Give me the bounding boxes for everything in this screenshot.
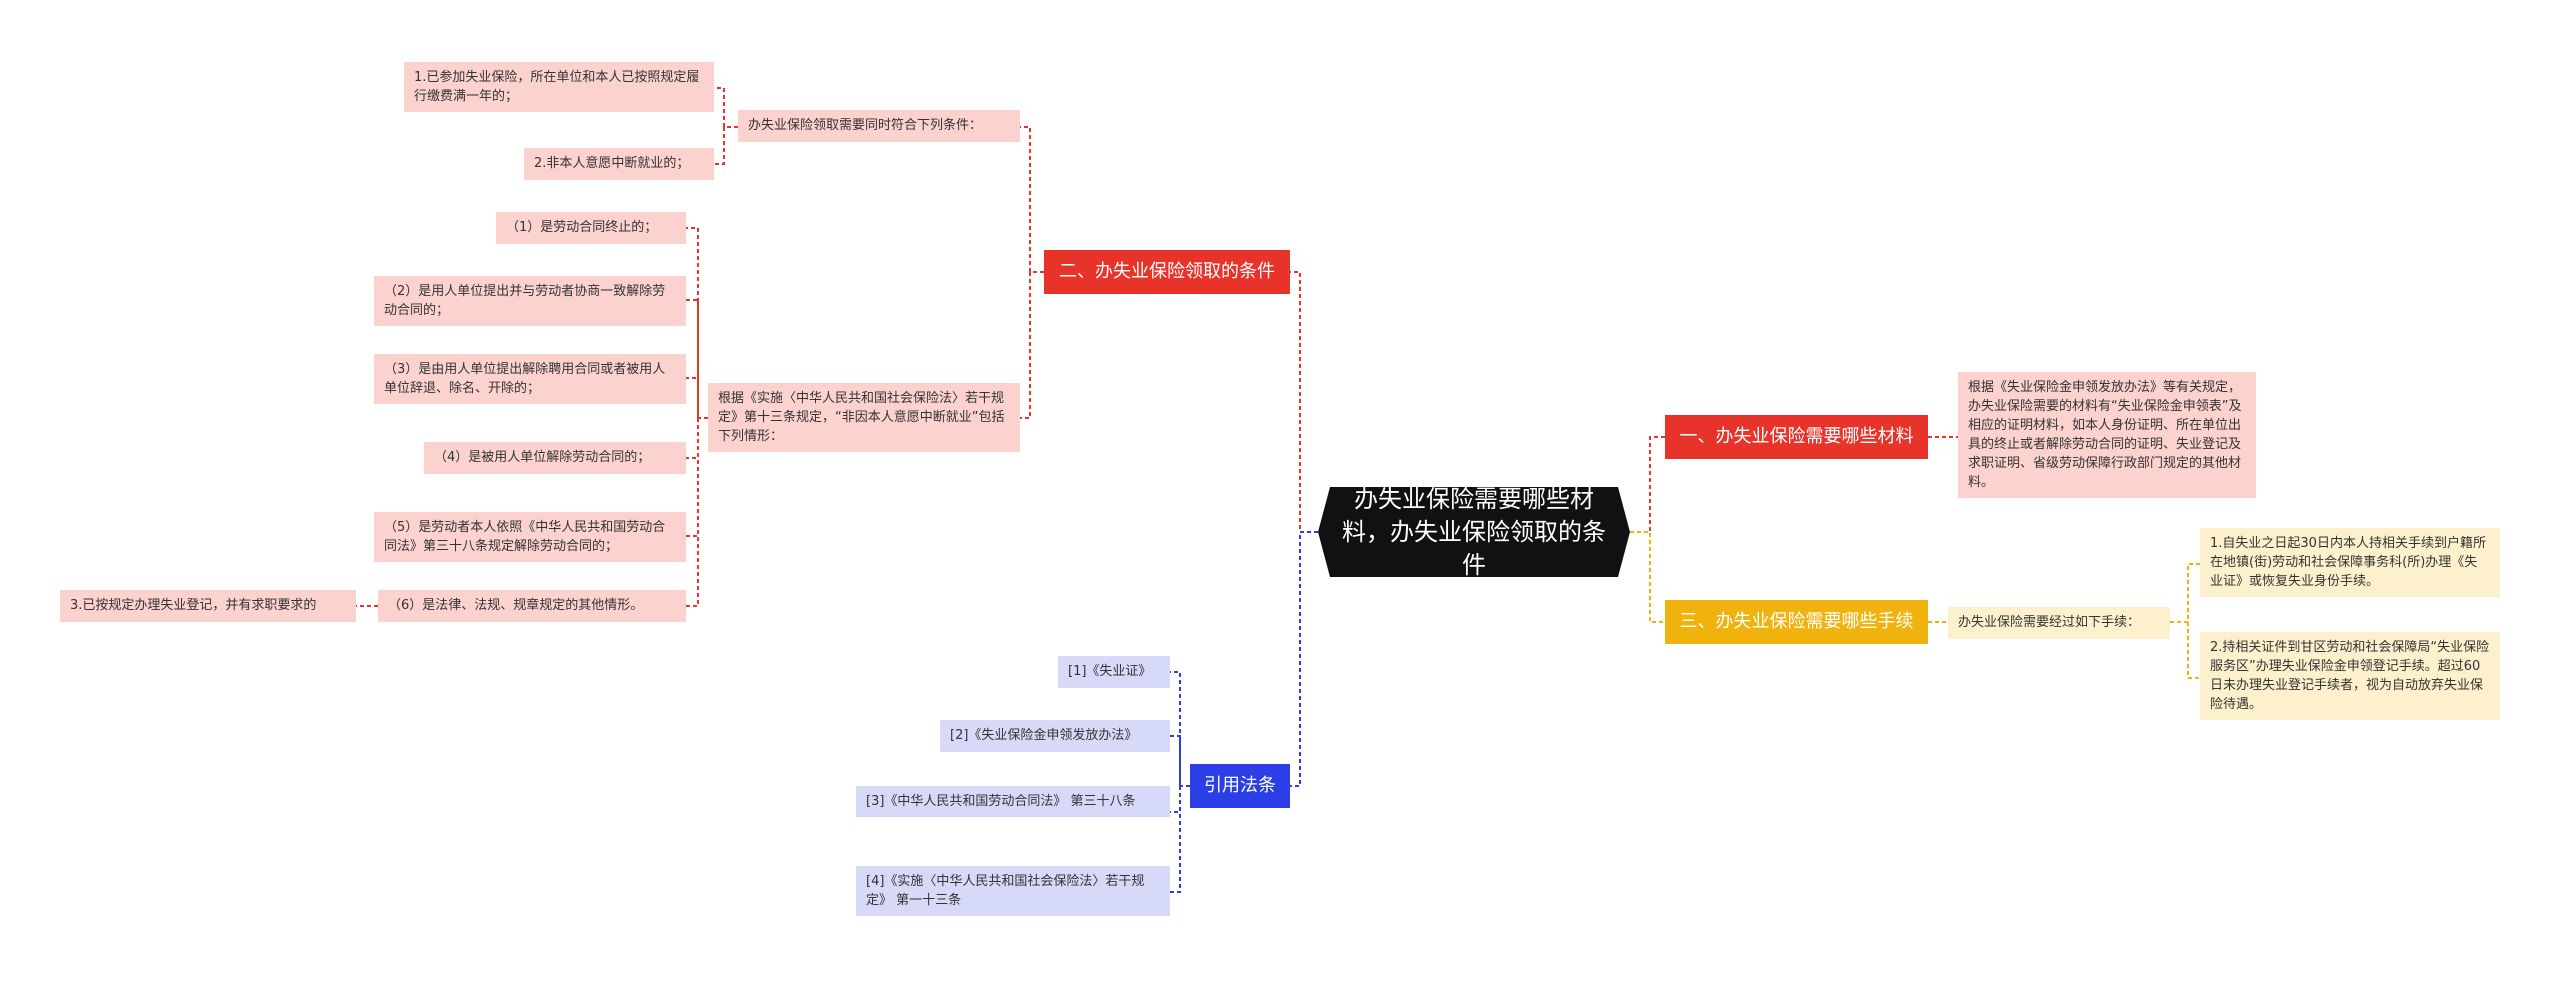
link-root-b1	[1630, 436, 1665, 533]
conditions-required-text: 办失业保险领取需要同时符合下列条件：	[748, 118, 983, 133]
materials-detail[interactable]: 根据《失业保险金申领发放办法》等有关规定，办失业保险需要的材料有“失业保险金申领…	[1958, 372, 2256, 498]
case-item-3[interactable]: （3）是由用人单位提出解除聘用合同或者被用人单位辞退、除名、开除的；	[374, 354, 686, 404]
procedure-step-1[interactable]: 1.自失业之日起30日内本人持相关手续到户籍所在地镇(街)劳动和社会保障事务科(…	[2200, 528, 2500, 597]
materials-detail-text: 根据《失业保险金申领发放办法》等有关规定，办失业保险需要的材料有“失业保险金申领…	[1968, 380, 2242, 490]
reference-item-3-text: [3]《中华人民共和国劳动合同法》 第三十八条	[866, 794, 1136, 809]
link-root-b3	[1630, 531, 1665, 623]
procedures-intro[interactable]: 办失业保险需要经过如下手续：	[1948, 607, 2170, 639]
case-item-1-text: （1）是劳动合同终止的；	[506, 220, 658, 235]
branch-procedures[interactable]: 三、办失业保险需要哪些手续	[1665, 600, 1928, 644]
branch-references-label: 引用法条	[1204, 775, 1276, 796]
condition-item-2-text: 2.非本人意愿中断就业的；	[534, 156, 690, 171]
condition-item-1[interactable]: 1.已参加失业保险，所在单位和本人已按照规定履行缴费满一年的；	[404, 62, 714, 112]
link-root-b2	[1290, 271, 1318, 533]
branch-materials[interactable]: 一、办失业保险需要哪些材料	[1665, 415, 1928, 459]
case-item-2-text: （2）是用人单位提出并与劳动者协商一致解除劳动合同的；	[384, 284, 666, 318]
procedure-step-2-text: 2.持相关证件到甘区劳动和社会保障局“失业保险服务区”办理失业保险金申领登记手续…	[2210, 640, 2490, 712]
branch-conditions[interactable]: 二、办失业保险领取的条件	[1044, 250, 1290, 294]
branch-materials-label: 一、办失业保险需要哪些材料	[1679, 426, 1914, 447]
reference-item-1[interactable]: [1]《失业证》	[1058, 656, 1170, 688]
link-root-b4	[1290, 531, 1318, 787]
link-b2-subs	[356, 87, 1044, 607]
reference-item-2-text: [2]《失业保险金申领发放办法》	[950, 728, 1138, 743]
branch-references[interactable]: 引用法条	[1190, 764, 1290, 808]
case-item-4-text: （4）是被用人单位解除劳动合同的；	[434, 450, 651, 465]
procedures-intro-text: 办失业保险需要经过如下手续：	[1958, 615, 2141, 630]
reference-item-4-text: [4]《实施〈中华人民共和国社会保险法〉若干规定》 第一十三条	[866, 874, 1145, 908]
procedure-step-2[interactable]: 2.持相关证件到甘区劳动和社会保障局“失业保险服务区”办理失业保险金申领登记手续…	[2200, 632, 2500, 720]
case-item-5-text: （5）是劳动者本人依照《中华人民共和国劳动合同法》第三十八条规定解除劳动合同的；	[384, 520, 666, 554]
branch-procedures-label: 三、办失业保险需要哪些手续	[1679, 611, 1914, 632]
reference-item-3[interactable]: [3]《中华人民共和国劳动合同法》 第三十八条	[856, 786, 1170, 817]
case-item-1[interactable]: （1）是劳动合同终止的；	[496, 212, 686, 244]
case-item-3-text: （3）是由用人单位提出解除聘用合同或者被用人单位辞退、除名、开除的；	[384, 362, 666, 396]
condition-item-2[interactable]: 2.非本人意愿中断就业的；	[524, 148, 714, 180]
case-item-2[interactable]: （2）是用人单位提出并与劳动者协商一致解除劳动合同的；	[374, 276, 686, 326]
root-title: 办失业保险需要哪些材料，办失业保险领取的条件	[1342, 484, 1606, 579]
reference-item-1-text: [1]《失业证》	[1068, 664, 1152, 679]
case-item-5[interactable]: （5）是劳动者本人依照《中华人民共和国劳动合同法》第三十八条规定解除劳动合同的；	[374, 512, 686, 562]
procedure-step-1-text: 1.自失业之日起30日内本人持相关手续到户籍所在地镇(街)劳动和社会保障事务科(…	[2210, 536, 2486, 589]
link-b3-sub	[1928, 563, 2200, 679]
root-topic[interactable]: 办失业保险需要哪些材料，办失业保险领取的条件	[1318, 487, 1630, 577]
condition-item-3-text: 3.已按规定办理失业登记，并有求职要求的	[70, 598, 317, 613]
condition-item-3[interactable]: 3.已按规定办理失业登记，并有求职要求的	[60, 590, 356, 622]
branch-conditions-label: 二、办失业保险领取的条件	[1059, 261, 1275, 282]
reference-item-2[interactable]: [2]《失业保险金申领发放办法》	[940, 720, 1170, 752]
condition-item-1-text: 1.已参加失业保险，所在单位和本人已按照规定履行缴费满一年的；	[414, 70, 700, 104]
involuntary-unemployment-definition[interactable]: 根据《实施〈中华人民共和国社会保险法〉若干规定》第十三条规定，“非因本人意愿中断…	[708, 383, 1020, 452]
case-item-4[interactable]: （4）是被用人单位解除劳动合同的；	[424, 442, 686, 474]
conditions-required[interactable]: 办失业保险领取需要同时符合下列条件：	[738, 110, 1020, 142]
link-b4-refs	[1170, 671, 1190, 893]
reference-item-4[interactable]: [4]《实施〈中华人民共和国社会保险法〉若干规定》 第一十三条	[856, 866, 1170, 916]
case-item-6[interactable]: （6）是法律、法规、规章规定的其他情形。	[378, 590, 686, 622]
case-item-6-text: （6）是法律、法规、规章规定的其他情形。	[388, 598, 644, 613]
involuntary-unemployment-text: 根据《实施〈中华人民共和国社会保险法〉若干规定》第十三条规定，“非因本人意愿中断…	[718, 391, 1005, 444]
